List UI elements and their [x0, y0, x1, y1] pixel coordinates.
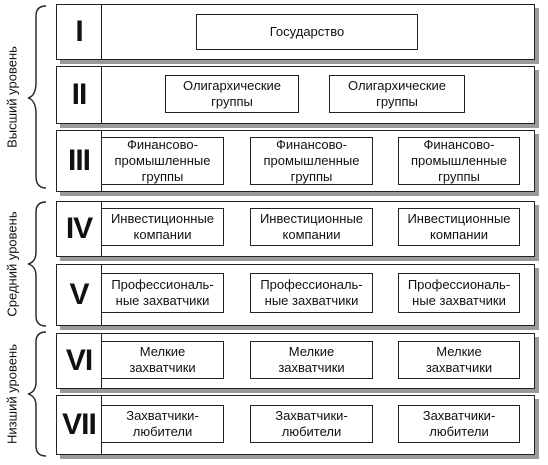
- row-6: VI Мелкие захватчики Мелкие захватчики М…: [56, 333, 535, 389]
- row-numeral: I: [57, 5, 102, 59]
- row-numeral: VII: [57, 396, 102, 454]
- brace-middle: [27, 201, 47, 327]
- box-investment-3: Инвестиционные компании: [398, 208, 520, 246]
- box-fpg-2: Финансово- промышленные группы: [250, 137, 373, 185]
- box-fpg-1: Финансово- промышленные группы: [101, 137, 224, 185]
- box-professional-2: Профессиональ- ные захватчики: [250, 273, 373, 313]
- box-fpg-3: Финансово- промышленные группы: [398, 137, 520, 185]
- box-small-3: Мелкие захватчики: [398, 341, 520, 379]
- row-numeral: II: [57, 67, 102, 123]
- box-small-1: Мелкие захватчики: [101, 341, 224, 379]
- row-numeral: IV: [57, 202, 102, 256]
- box-state: Государство: [196, 14, 418, 50]
- box-amateur-3: Захватчики- любители: [398, 405, 520, 443]
- row-5: V Профессиональ- ные захватчики Професси…: [56, 264, 535, 326]
- box-professional-1: Профессиональ- ные захватчики: [101, 273, 224, 313]
- brace-upper: [27, 5, 47, 189]
- row-numeral: V: [57, 265, 102, 325]
- level-label-lower: Низший уровень: [4, 344, 20, 444]
- row-2: II Олигархические группы Олигархические …: [56, 66, 535, 124]
- box-amateur-1: Захватчики- любители: [101, 405, 224, 443]
- row-7: VII Захватчики- любители Захватчики- люб…: [56, 395, 535, 455]
- row-1: I Государство: [56, 4, 535, 60]
- row-numeral: VI: [57, 334, 102, 388]
- box-oligarchic-2: Олигархические группы: [329, 75, 465, 113]
- box-small-2: Мелкие захватчики: [250, 341, 373, 379]
- box-professional-3: Профессиональ- ные захватчики: [398, 273, 520, 313]
- brace-lower: [27, 331, 47, 457]
- level-label-middle: Средний уровень: [4, 211, 20, 317]
- row-4: IV Инвестиционные компании Инвестиционны…: [56, 201, 535, 257]
- box-oligarchic-1: Олигархические группы: [165, 75, 299, 113]
- row-3: III Финансово- промышленные группы Финан…: [56, 130, 535, 192]
- box-investment-1: Инвестиционные компании: [101, 208, 224, 246]
- row-numeral: III: [57, 131, 102, 191]
- box-amateur-2: Захватчики- любители: [250, 405, 373, 443]
- box-investment-2: Инвестиционные компании: [250, 208, 373, 246]
- level-label-upper: Высший уровень: [4, 46, 20, 148]
